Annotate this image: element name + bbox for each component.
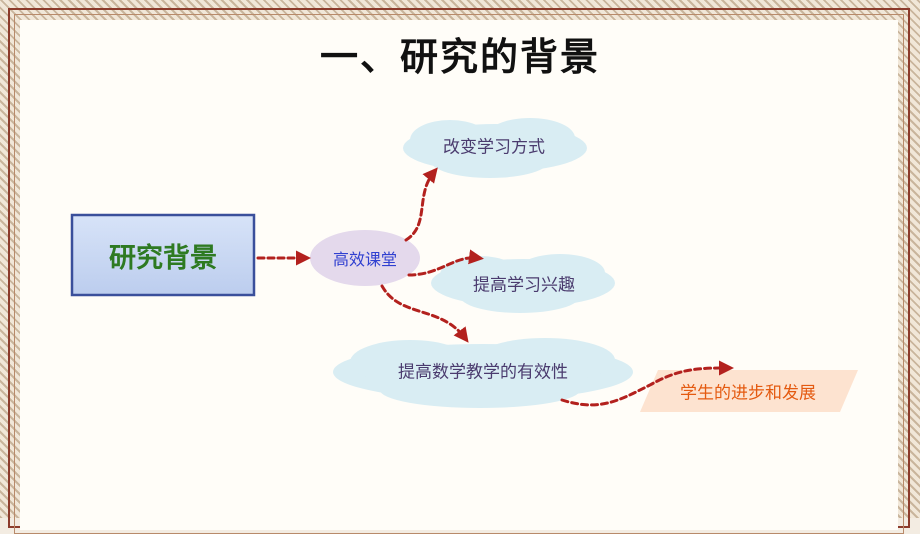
slide-title: 一、研究的背景 bbox=[319, 35, 600, 79]
hub-label: 高效课堂 bbox=[332, 250, 398, 269]
arrow-hub-to-change bbox=[404, 167, 438, 242]
cloud-change-learning bbox=[403, 118, 587, 178]
branch-label-interest: 提高学习兴趣 bbox=[473, 275, 575, 296]
outcome-shape bbox=[640, 370, 858, 412]
cloud-effectiveness bbox=[333, 338, 633, 408]
root-label: 研究背景 bbox=[109, 242, 217, 274]
branch-label-change-learning: 改变学习方式 bbox=[443, 137, 545, 158]
arrow-effectiveness-to-outcome bbox=[560, 360, 734, 407]
diagram-graphics bbox=[70, 118, 858, 412]
arrow-hub-to-effectiveness bbox=[380, 284, 469, 343]
branch-label-effectiveness: 提高数学教学的有效性 bbox=[398, 362, 568, 383]
arrow-hub-to-interest bbox=[407, 249, 484, 277]
hub-ellipse bbox=[310, 230, 420, 286]
outcome-label: 学生的进步和发展 bbox=[680, 383, 816, 404]
root-box bbox=[70, 213, 256, 297]
cloud-interest bbox=[431, 254, 615, 313]
